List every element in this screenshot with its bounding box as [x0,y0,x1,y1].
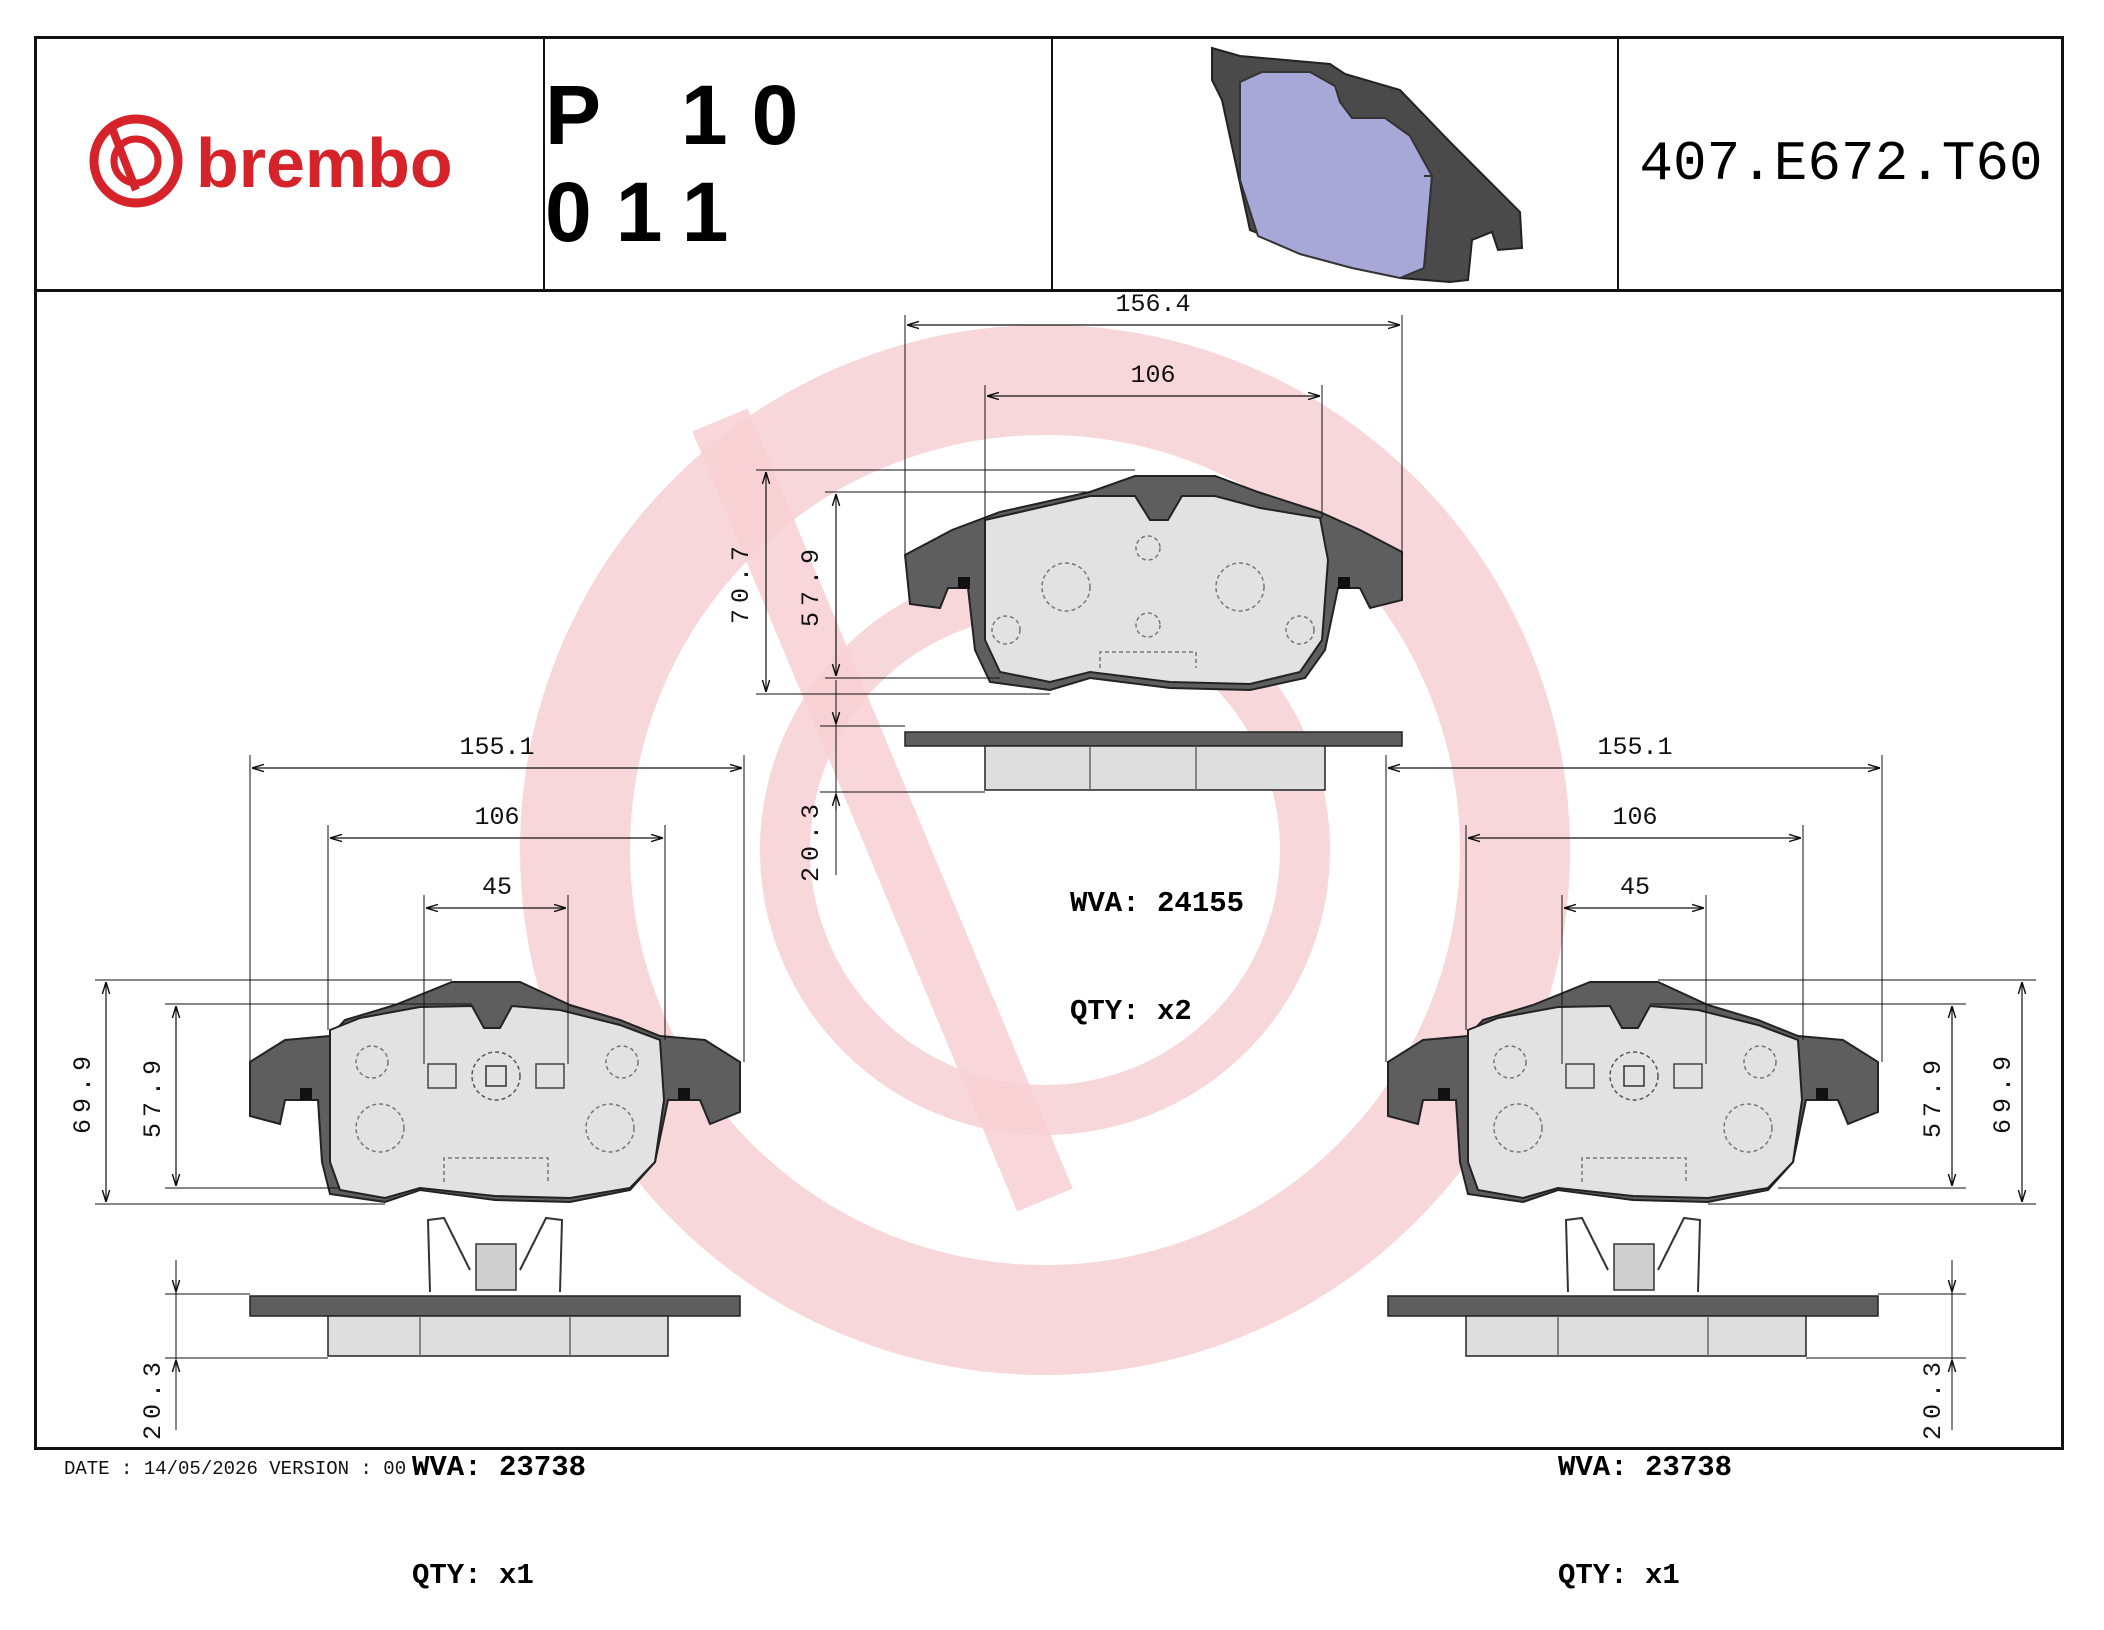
left-thickness: 20.3 [139,1356,168,1440]
right-pad-dimensions [1385,755,2036,1430]
technical-drawings: 156.4 106 70.7 57.9 20.3 155.1 106 45 69… [69,290,2036,1440]
top-pad-side-view [904,731,1403,791]
right-width-total: 155.1 [1597,733,1672,762]
right-pad-front-view [1387,981,1879,1204]
left-pad-dimensions [95,755,745,1430]
top-qty-row: QTY: x2 [1070,994,1244,1030]
left-qty-value: x1 [499,1559,534,1592]
right-height-pad: 57.9 [1919,1054,1948,1138]
right-qty-label: QTY: [1558,1559,1628,1592]
render-cell [1053,36,1619,289]
left-height-total: 69.9 [69,1050,98,1134]
left-width-inner: 106 [474,803,519,832]
left-qty-label: QTY: [412,1559,482,1592]
right-thickness: 20.3 [1919,1356,1948,1440]
left-width-total: 155.1 [459,733,534,762]
right-width-center: 45 [1620,873,1650,902]
right-wva-value: 23738 [1645,1451,1733,1484]
top-wva-row: WVA: 24155 [1070,886,1244,922]
date-value: 14/05/2026 [143,1458,258,1480]
left-wva-row: WVA: 23738 [412,1450,586,1486]
right-qty-row: QTY: x1 [1558,1558,1732,1594]
right-wva-row: WVA: 23738 [1558,1450,1732,1486]
top-wva-label: WVA: [1070,887,1140,920]
left-pad-side-view [249,1216,741,1357]
top-height-pad: 57.9 [797,543,826,627]
date-label: DATE : [64,1458,133,1480]
drawing-frame [34,36,2064,1450]
right-width-inner: 106 [1612,803,1657,832]
version-label: VERSION : [269,1458,372,1480]
reference-code: 407.E672.T60 [1639,132,2043,196]
top-pad-dimensions [756,315,1403,875]
left-pad-front-view [249,981,741,1204]
top-width-total: 156.4 [1115,290,1190,319]
top-width-inner: 106 [1130,361,1175,390]
right-pad-info: WVA: 23738 QTY: x1 [1558,1378,1732,1630]
left-qty-row: QTY: x1 [412,1558,586,1594]
left-pad-info: WVA: 23738 QTY: x1 [412,1378,586,1630]
right-wva-label: WVA: [1558,1451,1628,1484]
brembo-mark-icon [89,114,183,208]
brand-logo: brembo [89,114,453,208]
left-height-pad: 57.9 [139,1054,168,1138]
title-block [34,36,2064,292]
left-width-center: 45 [482,873,512,902]
part-number: P 10 011 [545,68,823,259]
top-qty-label: QTY: [1070,995,1140,1028]
top-pad-info: WVA: 24155 QTY: x2 [1070,814,1244,1066]
pad-render [1211,46,1524,284]
left-wva-label: WVA: [412,1451,482,1484]
footer: DATE : 14/05/2026 VERSION : 00 [64,1458,406,1480]
brand-cell [34,36,545,289]
right-qty-value: x1 [1645,1559,1680,1592]
top-wva-value: 24155 [1157,887,1245,920]
part-number-cell [545,36,1053,289]
left-wva-value: 23738 [499,1451,587,1484]
right-height-total: 69.9 [1989,1050,2018,1134]
top-pad-front-view [903,475,1403,692]
top-height-total: 70.7 [727,540,756,624]
right-pad-side-view [1387,1216,1879,1357]
brand-name: brembo [196,124,453,202]
top-qty-value: x2 [1157,995,1192,1028]
top-thickness: 20.3 [797,798,826,882]
version-value: 00 [383,1458,407,1480]
